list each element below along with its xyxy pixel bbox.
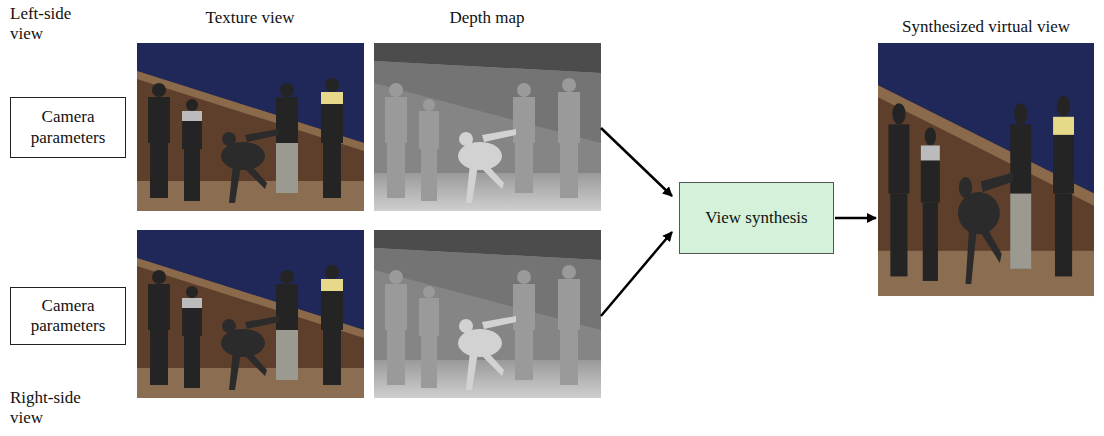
node-text: Camera parameters bbox=[17, 107, 119, 148]
column-heading: Texture view bbox=[175, 8, 325, 28]
parameter-box: Camera parameters bbox=[10, 97, 126, 158]
output-image: Synthesized virtual view bbox=[878, 43, 1094, 296]
process-box: View synthesis bbox=[679, 182, 834, 254]
parameter-box: Camera parameters bbox=[10, 287, 126, 345]
image-heading: Synthesized virtual view bbox=[878, 17, 1094, 37]
flow-arrow bbox=[835, 217, 876, 220]
node-text: View synthesis bbox=[705, 208, 807, 228]
row-label: Right-side view bbox=[10, 388, 90, 429]
node-text: Camera parameters bbox=[17, 296, 119, 337]
row-label: Left-side view bbox=[10, 4, 90, 45]
column-heading: Depth map bbox=[412, 8, 562, 28]
